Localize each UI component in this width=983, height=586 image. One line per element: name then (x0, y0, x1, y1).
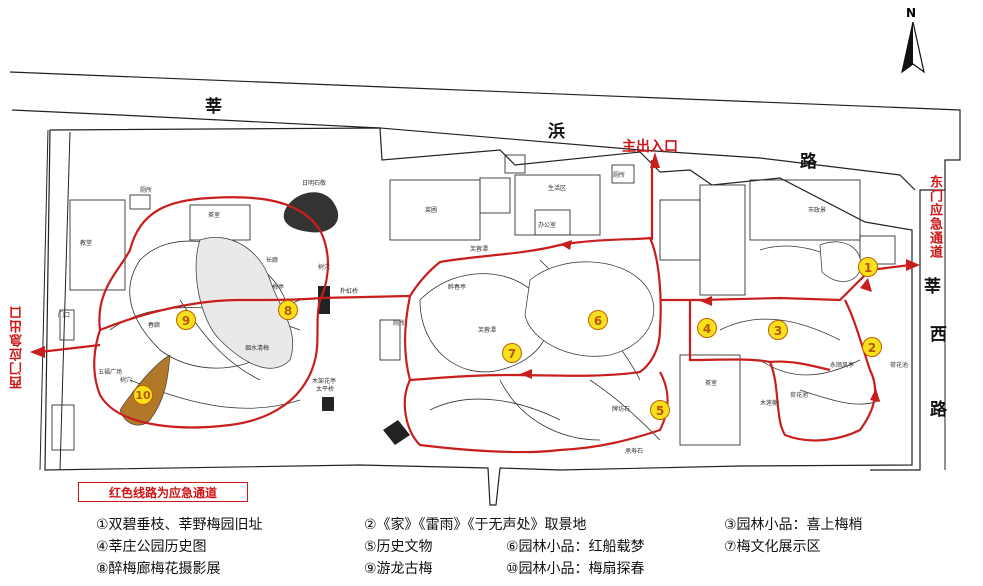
label-chashi: 茶室 (705, 380, 718, 387)
label-bangong: 办公室 (538, 222, 557, 229)
label-taiping: 太平桥 (316, 386, 335, 393)
bridge-block (318, 286, 330, 314)
label-shuxue-top: 树穴 (318, 264, 331, 271)
road-label-east-2: 西 (930, 325, 947, 345)
north-road (9, 71, 961, 471)
label-yongfeng: 永顺风亭 (830, 362, 855, 369)
west-exit-label: 西门应急出口 (10, 305, 25, 389)
label-shuxue: 树穴 (120, 377, 133, 384)
label-chunlang: 春廊 (148, 322, 161, 329)
label-hehua2: 荷花池 (890, 362, 909, 369)
compass-icon (901, 22, 925, 74)
label-cesuo-m: 厕所 (613, 172, 626, 179)
road-label-north-2: 浜 (548, 122, 565, 142)
emergency-route-legend: 红色线路为应急通道 (78, 482, 248, 502)
label-wufu: 五福广场 (98, 369, 123, 376)
poi-marker-3[interactable]: 3 (768, 320, 788, 340)
label-chengshu: 承寿石 (625, 448, 644, 455)
route-arrows (30, 152, 920, 402)
key-item-6: ⑥园林小品：红船载梦 (506, 539, 645, 555)
middle-pond (524, 261, 655, 357)
west-buildings (51, 194, 251, 451)
label-caipu: 菜圃 (425, 207, 438, 214)
label-jiming: 日明石敬 (302, 180, 327, 187)
label-furong: 芙蓉潭 (470, 246, 489, 253)
label-jiaotang: 教堂 (80, 240, 93, 247)
key-item-7: ⑦梅文化展示区 (724, 539, 821, 555)
label-puhong: 朴虹桥 (340, 288, 359, 295)
key-item-2: ②《家》《雷雨》《于无声处》取景地 (364, 517, 587, 533)
gate-block-s (383, 420, 410, 445)
park-boundary (44, 127, 913, 506)
east-emergency-label: 东门应急通道 (927, 175, 942, 259)
road-label-east-1: 莘 (924, 277, 941, 297)
key-item-3: ③园林小品：喜上梅梢 (724, 517, 863, 533)
poi-marker-5[interactable]: 5 (650, 400, 670, 420)
poi-marker-6[interactable]: 6 (588, 310, 608, 330)
key-item-1: ①双碧垂枝、莘野梅园旧址 (96, 517, 263, 533)
label-muzhi: 木架花亭 (312, 378, 337, 385)
label-zuichun: 醉春亭 (448, 284, 467, 291)
label-changlang: 长廊 (266, 257, 279, 264)
label-cesuo-w: 厕所 (140, 187, 153, 194)
label-furong2: 芙蓉潭 (478, 327, 497, 334)
poi-marker-1[interactable]: 1 (858, 257, 878, 277)
label-mulianshe: 木莲榭 (760, 400, 779, 407)
compass-north-label: N (906, 6, 917, 20)
main-entrance-label: 主出入口 (622, 139, 678, 155)
north-road-inner (11, 109, 916, 191)
poi-marker-2[interactable]: 2 (862, 337, 882, 357)
poi-marker-10[interactable]: 10 (133, 385, 153, 405)
key-item-8: ⑧醉梅廊梅花摄影展 (96, 561, 221, 577)
label-shiguan: 市政景 (808, 207, 827, 214)
key-item-9: ⑨游龙古梅 (364, 561, 433, 577)
key-item-5: ⑤历史文物 (364, 539, 433, 555)
label-pailou: 牌坊石 (612, 406, 631, 413)
west-road (39, 129, 71, 471)
poi-key-list: ①双碧垂枝、莘野梅园旧址 ②《家》《雷雨》《于无声处》取景地 ③园林小品：喜上梅… (96, 514, 956, 584)
poi-marker-4[interactable]: 4 (697, 318, 717, 338)
gate-block-w (322, 397, 334, 411)
poi-marker-7[interactable]: 7 (502, 343, 522, 363)
label-hehua: 荷花池 (790, 392, 809, 399)
west-pond (195, 237, 294, 369)
label-chashe: 茶室 (208, 212, 221, 219)
rock-feature (283, 192, 339, 233)
road-label-north-1: 莘 (205, 97, 222, 117)
poi-marker-8[interactable]: 8 (278, 300, 298, 320)
label-qingshui: 烟水清梅 (245, 345, 270, 352)
road-label-east-3: 路 (930, 400, 947, 420)
road-label-north-3: 路 (800, 152, 817, 172)
poi-marker-9[interactable]: 9 (176, 310, 196, 330)
label-meiting: 梅亭 (272, 284, 285, 291)
middle-buildings (379, 154, 741, 446)
key-item-10: ⑩园林小品：梅扇探春 (506, 561, 645, 577)
label-cesuo-c: 厕所 (393, 320, 406, 327)
key-item-4: ④莘庄公园历史图 (96, 539, 207, 555)
label-menkou: 门口 (58, 312, 71, 319)
label-shenghuo: 生活区 (548, 185, 567, 192)
